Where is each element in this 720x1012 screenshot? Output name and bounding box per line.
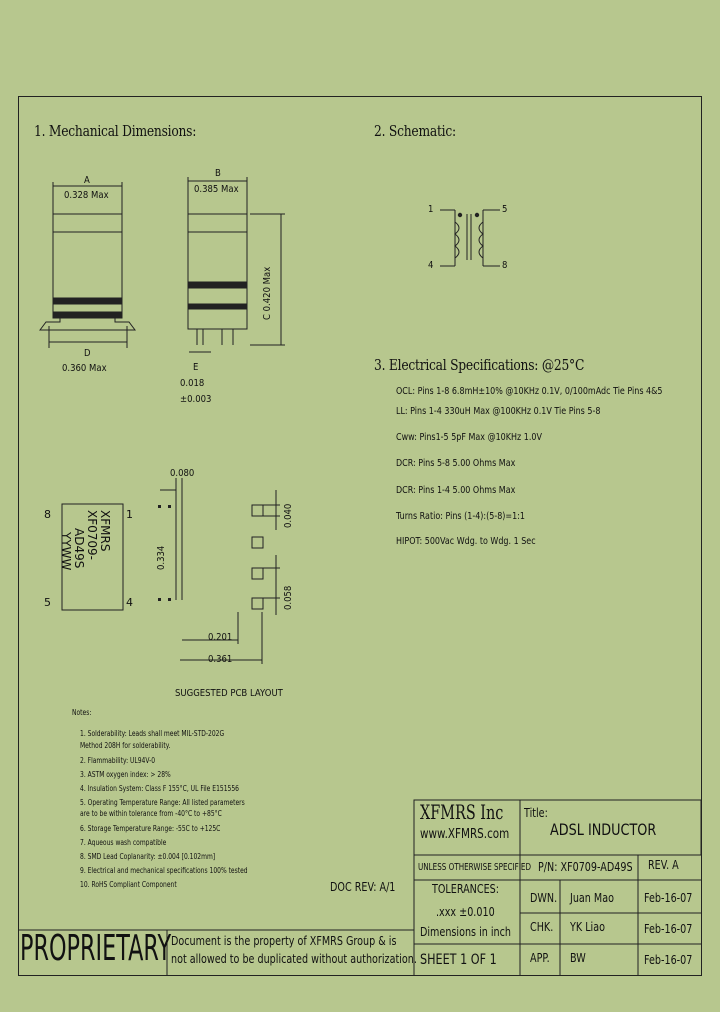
marking-pin-1: 1 (126, 508, 133, 521)
spec-turns-ratio: Turns Ratio: Pins (1-4):(5-8)=1:1 (396, 511, 525, 522)
dim-e-value: 0.018 (180, 378, 205, 389)
dim-d-value: 0.360 Max (62, 363, 107, 374)
schematic-heading: 2. Schematic: (374, 122, 456, 140)
marking-line-2: XF0709- (85, 510, 99, 560)
dim-e-letter: E (193, 362, 199, 373)
proprietary-notice-2: not allowed to be duplicated without aut… (171, 952, 417, 966)
dim-b-letter: B (215, 168, 221, 179)
electrical-specs-heading: 3. Electrical Specifications: @25°C (374, 356, 585, 374)
note-line: 7. Aqueous wash compatible (80, 838, 167, 847)
spec-dcr-1-4: DCR: Pins 1-4 5.00 Ohms Max (396, 485, 516, 496)
spec-dcr-5-8: DCR: Pins 5-8 5.00 Ohms Max (396, 458, 516, 469)
schematic-pin-1: 1 (428, 204, 434, 215)
pcb-dim-0080: 0.080 (170, 468, 195, 479)
note-line: 5. Operating Temperature Range: All list… (80, 798, 245, 807)
schematic-pin-5: 5 (502, 204, 508, 215)
proprietary-notice-1: Document is the property of XFMRS Group … (171, 934, 397, 948)
dwn-date: Feb-16-07 (644, 891, 693, 905)
pcb-dim-0361: 0.361 (208, 654, 233, 665)
dim-d-letter: D (84, 348, 91, 359)
note-line: 6. Storage Temperature Range: -55C to +1… (80, 824, 221, 833)
dwn-name: Juan Mao (570, 891, 614, 905)
part-number: P/N: XF0709-AD49S (538, 860, 633, 874)
note-line: 4. Insulation System: Class F 155°C, UL … (80, 784, 239, 793)
unless-specified: UNLESS OTHERWISE SPECIFIED (418, 862, 532, 873)
marking-pin-5: 5 (44, 596, 51, 609)
notes-title: Notes: (72, 708, 92, 717)
dwn-label: DWN. (530, 891, 558, 905)
app-label: APP. (530, 951, 550, 965)
app-date: Feb-16-07 (644, 953, 693, 967)
note-line: Method 208H for solderability. (80, 741, 171, 750)
note-line: 8. SMD Lead Coplanarity: ±0.004 [0.102mm… (80, 852, 216, 861)
dimensions-unit: Dimensions in inch (420, 925, 511, 939)
note-line: are to be within tolerance from -40°C to… (80, 809, 222, 818)
marking-line-4: YYWW (59, 532, 73, 571)
dim-a-value: 0.328 Max (64, 190, 109, 201)
tolerances-label: TOLERANCES: (432, 882, 499, 896)
app-name: BW (570, 951, 586, 965)
company-name: XFMRS Inc (420, 800, 504, 824)
spec-ocl: OCL: Pins 1-8 6.8mH±10% @10KHz 0.1V, 0/1… (396, 386, 663, 397)
pcb-layout-caption: SUGGESTED PCB LAYOUT (175, 688, 283, 699)
note-line: 3. ASTM oxygen index: > 28% (80, 770, 171, 779)
chk-date: Feb-16-07 (644, 922, 693, 936)
pcb-dim-0334: 0.334 (156, 545, 167, 570)
mechanical-dimensions-heading: 1. Mechanical Dimensions: (34, 122, 197, 140)
revision: REV. A (648, 858, 679, 872)
company-website: www.XFMRS.com (420, 827, 510, 842)
title-label: Title: (524, 806, 548, 820)
note-line: 1. Solderability: Leads shall meet MIL-S… (80, 729, 225, 738)
pcb-dim-0040: 0.040 (283, 503, 294, 528)
note-line: 10. RoHS Compliant Component (80, 880, 177, 889)
spec-cww: Cww: Pins1-5 5pF Max @10KHz 1.0V (396, 432, 542, 443)
dim-c-value: C 0.420 Max (262, 266, 273, 320)
chk-name: YK Liao (570, 920, 605, 934)
dim-e-tolerance: ±0.003 (180, 394, 212, 405)
schematic-pin-4: 4 (428, 260, 434, 271)
marking-line-1: XFMRS (98, 510, 112, 552)
marking-pin-8: 8 (44, 508, 51, 521)
drawing-frame (18, 96, 702, 976)
pcb-dim-0201: 0.201 (208, 632, 233, 643)
marking-pin-4: 4 (126, 596, 133, 609)
note-line: 9. Electrical and mechanical specificati… (80, 866, 248, 875)
chk-label: CHK. (530, 920, 554, 934)
note-line: 2. Flammability: UL94V-0 (80, 756, 156, 765)
doc-rev: DOC REV: A/1 (330, 880, 396, 894)
dim-a-letter: A (84, 175, 90, 186)
tolerance-value: .xxx ±0.010 (436, 905, 495, 919)
pcb-dim-0058: 0.058 (283, 585, 294, 610)
proprietary-label: PROPRIETARY (20, 928, 172, 969)
schematic-pin-8: 8 (502, 260, 508, 271)
dim-b-value: 0.385 Max (194, 184, 239, 195)
spec-ll: LL: Pins 1-4 330uH Max @100KHz 0.1V Tie … (396, 406, 601, 417)
sheet-number: SHEET 1 OF 1 (420, 952, 497, 968)
drawing-title: ADSL INDUCTOR (550, 820, 657, 839)
spec-hipot: HIPOT: 500Vac Wdg. to Wdg. 1 Sec (396, 536, 536, 547)
marking-line-3: AD49S (72, 528, 86, 569)
